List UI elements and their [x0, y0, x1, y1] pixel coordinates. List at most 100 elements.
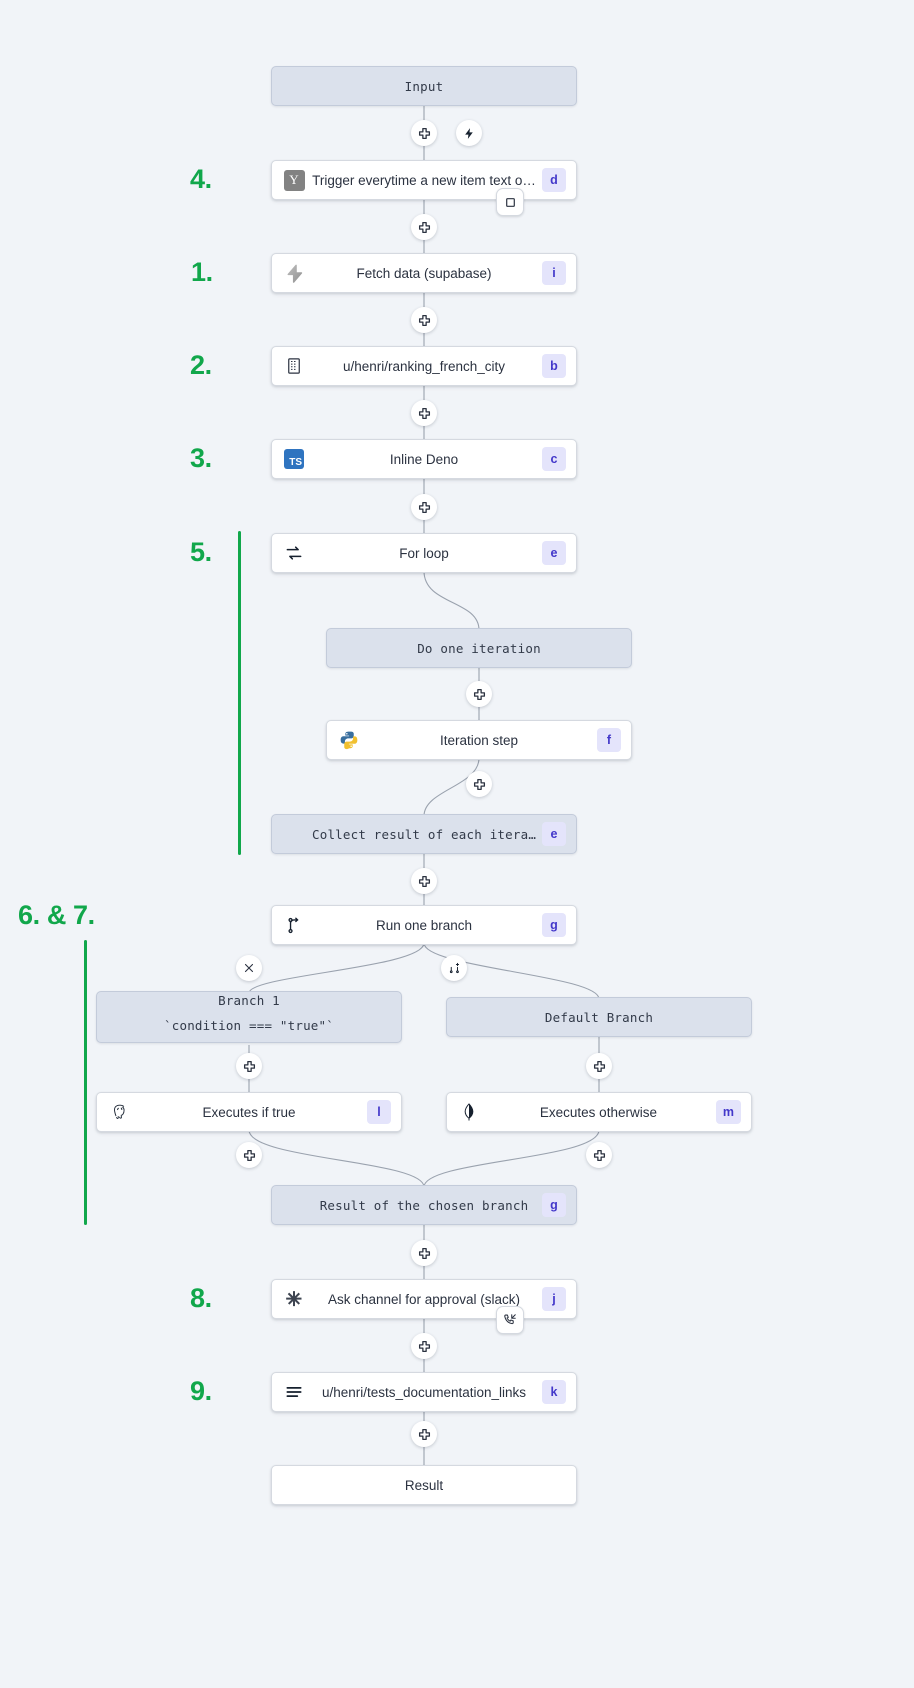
node-tests-docs-badge: k — [542, 1380, 566, 1404]
node-slack-approval[interactable]: Ask channel for approval (slack) j — [271, 1279, 577, 1319]
suspend-badge[interactable] — [496, 188, 524, 216]
node-ranking-script-label: u/henri/ranking_french_city — [342, 358, 506, 374]
node-slack-approval-badge: j — [542, 1287, 566, 1311]
node-default-branch-label: Default Branch — [544, 1009, 654, 1025]
node-run-one-branch-badge: g — [542, 913, 566, 937]
for-loop-scope-bar — [238, 531, 241, 855]
plus-icon — [418, 1428, 430, 1440]
approval-badge[interactable] — [496, 1306, 524, 1334]
node-result-label: Result — [404, 1477, 444, 1493]
node-chosen-result[interactable]: Result of the chosen branch g — [271, 1185, 577, 1225]
add-step-button[interactable] — [586, 1053, 612, 1079]
plus-icon — [418, 221, 430, 233]
plus-icon — [418, 1247, 430, 1259]
step-number-2: 2. — [190, 350, 212, 380]
add-step-button[interactable] — [411, 214, 437, 240]
node-fetch-data-label: Fetch data (supabase) — [356, 265, 492, 281]
mongodb-leaf-glyph — [464, 1103, 474, 1121]
branch-fork-icon — [282, 913, 306, 937]
node-executes-otherwise[interactable]: Executes otherwise m — [446, 1092, 752, 1132]
node-run-one-branch[interactable]: Run one branch g — [271, 905, 577, 945]
building-icon — [282, 354, 306, 378]
plus-icon — [418, 875, 430, 887]
plus-icon — [243, 1149, 255, 1161]
node-chosen-result-label: Result of the chosen branch — [319, 1197, 529, 1213]
python-icon — [337, 728, 361, 752]
node-for-loop-badge: e — [542, 541, 566, 565]
step-number-3: 3. — [190, 443, 212, 473]
node-iteration-step[interactable]: Iteration step f — [326, 720, 632, 760]
add-branch-button[interactable] — [441, 955, 467, 981]
typescript-icon: TS — [282, 447, 306, 471]
plus-icon — [418, 501, 430, 513]
supabase-bolt-icon — [282, 261, 306, 285]
node-collect-result-label: Collect result of each iteration — [312, 826, 542, 842]
add-step-button[interactable] — [411, 494, 437, 520]
node-executes-if-true[interactable]: Executes if true l — [96, 1092, 402, 1132]
plus-icon — [418, 127, 430, 139]
trigger-bolt-button[interactable] — [456, 120, 482, 146]
branch-scope-bar — [84, 940, 87, 1225]
loop-arrows-icon — [282, 541, 306, 565]
add-step-button[interactable] — [411, 120, 437, 146]
supabase-bolt-glyph — [287, 264, 302, 283]
python-glyph — [340, 731, 358, 750]
node-iteration-step-badge: f — [597, 728, 621, 752]
step-number-1: 1. — [191, 257, 213, 287]
add-step-button[interactable] — [411, 307, 437, 333]
node-chosen-result-badge: g — [542, 1193, 566, 1217]
add-step-button[interactable] — [411, 1240, 437, 1266]
step-number-9: 9. — [190, 1376, 212, 1406]
node-branch-1-label: Branch 1 — [218, 993, 280, 1008]
node-result[interactable]: Result — [271, 1465, 577, 1505]
add-step-button[interactable] — [411, 1333, 437, 1359]
node-iteration-step-label: Iteration step — [439, 732, 519, 748]
add-step-button[interactable] — [466, 771, 492, 797]
node-trigger[interactable]: Y Trigger everytime a new item text o… d — [271, 160, 577, 200]
node-collect-result[interactable]: Collect result of each iteration e — [271, 814, 577, 854]
plus-icon — [243, 1060, 255, 1072]
node-executes-otherwise-badge: m — [715, 1100, 741, 1124]
slack-icon — [282, 1287, 306, 1311]
slack-glyph — [286, 1291, 302, 1307]
node-fetch-data-badge: i — [542, 261, 566, 285]
menu-lines-icon — [282, 1380, 306, 1404]
add-step-button[interactable] — [411, 868, 437, 894]
node-input-label: Input — [404, 78, 444, 94]
node-inline-deno-badge: c — [542, 447, 566, 471]
node-ranking-script[interactable]: u/henri/ranking_french_city b — [271, 346, 577, 386]
step-number-4: 4. — [190, 164, 212, 194]
node-executes-otherwise-label: Executes otherwise — [539, 1104, 657, 1120]
node-trigger-label: Trigger everytime a new item text o… — [312, 172, 536, 188]
node-for-loop[interactable]: For loop e — [271, 533, 577, 573]
close-x-icon — [244, 963, 254, 973]
plus-icon — [593, 1149, 605, 1161]
node-tests-docs[interactable]: u/henri/tests_documentation_links k — [271, 1372, 577, 1412]
add-step-button[interactable] — [586, 1142, 612, 1168]
hackernews-y-icon: Y — [282, 168, 306, 192]
add-step-button[interactable] — [411, 400, 437, 426]
plus-icon — [418, 1340, 430, 1352]
node-collect-result-badge: e — [542, 822, 566, 846]
add-step-button[interactable] — [411, 1421, 437, 1447]
menu-lines-glyph — [286, 1386, 302, 1398]
node-inline-deno[interactable]: TS Inline Deno c — [271, 439, 577, 479]
node-do-one-iteration[interactable]: Do one iteration — [326, 628, 632, 668]
node-input[interactable]: Input — [271, 66, 577, 106]
add-step-button[interactable] — [466, 681, 492, 707]
building-glyph — [288, 358, 300, 374]
remove-branch-button[interactable] — [236, 955, 262, 981]
add-step-button[interactable] — [236, 1142, 262, 1168]
node-fetch-data[interactable]: Fetch data (supabase) i — [271, 253, 577, 293]
node-for-loop-label: For loop — [399, 545, 449, 561]
plus-icon — [593, 1060, 605, 1072]
plus-icon — [473, 688, 485, 700]
postgresql-icon — [107, 1100, 131, 1124]
node-default-branch[interactable]: Default Branch — [446, 997, 752, 1037]
plus-icon — [418, 314, 430, 326]
branch-fork-glyph — [287, 917, 298, 933]
add-step-button[interactable] — [236, 1053, 262, 1079]
node-branch-1[interactable]: Branch 1 `condition === "true"` — [96, 991, 402, 1043]
loop-arrows-glyph — [286, 546, 302, 560]
